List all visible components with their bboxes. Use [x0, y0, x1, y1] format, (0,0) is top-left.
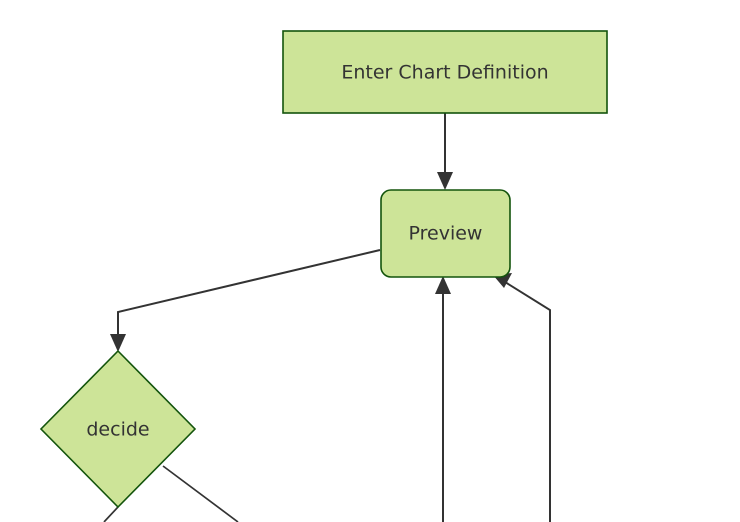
edge-bottom-center-to-preview — [435, 276, 451, 522]
node-preview[interactable]: Preview — [380, 189, 511, 278]
edge-preview-to-decide — [110, 249, 381, 352]
edge-decide-to-bottom-left — [103, 506, 119, 522]
edge-bottom-right-to-preview — [493, 273, 551, 522]
node-shape-diamond — [39, 349, 197, 509]
arrow-head-icon — [437, 172, 453, 190]
arrow-head-icon — [435, 276, 451, 294]
node-label-preview: Preview — [409, 223, 483, 245]
node-label-enter-chart-definition: Enter Chart Definition — [341, 62, 548, 84]
node-enter-chart-definition[interactable]: Enter Chart Definition — [282, 30, 608, 114]
node-label-decide: decide — [86, 419, 149, 441]
node-shape-rounded-rectangle — [380, 189, 511, 278]
edge-decide-to-bottom-right — [162, 465, 239, 522]
node-shape-rectangle — [282, 30, 608, 114]
node-decide[interactable]: decide — [39, 349, 197, 509]
edge-enter-to-preview — [437, 113, 453, 190]
arrow-head-icon — [110, 334, 126, 352]
